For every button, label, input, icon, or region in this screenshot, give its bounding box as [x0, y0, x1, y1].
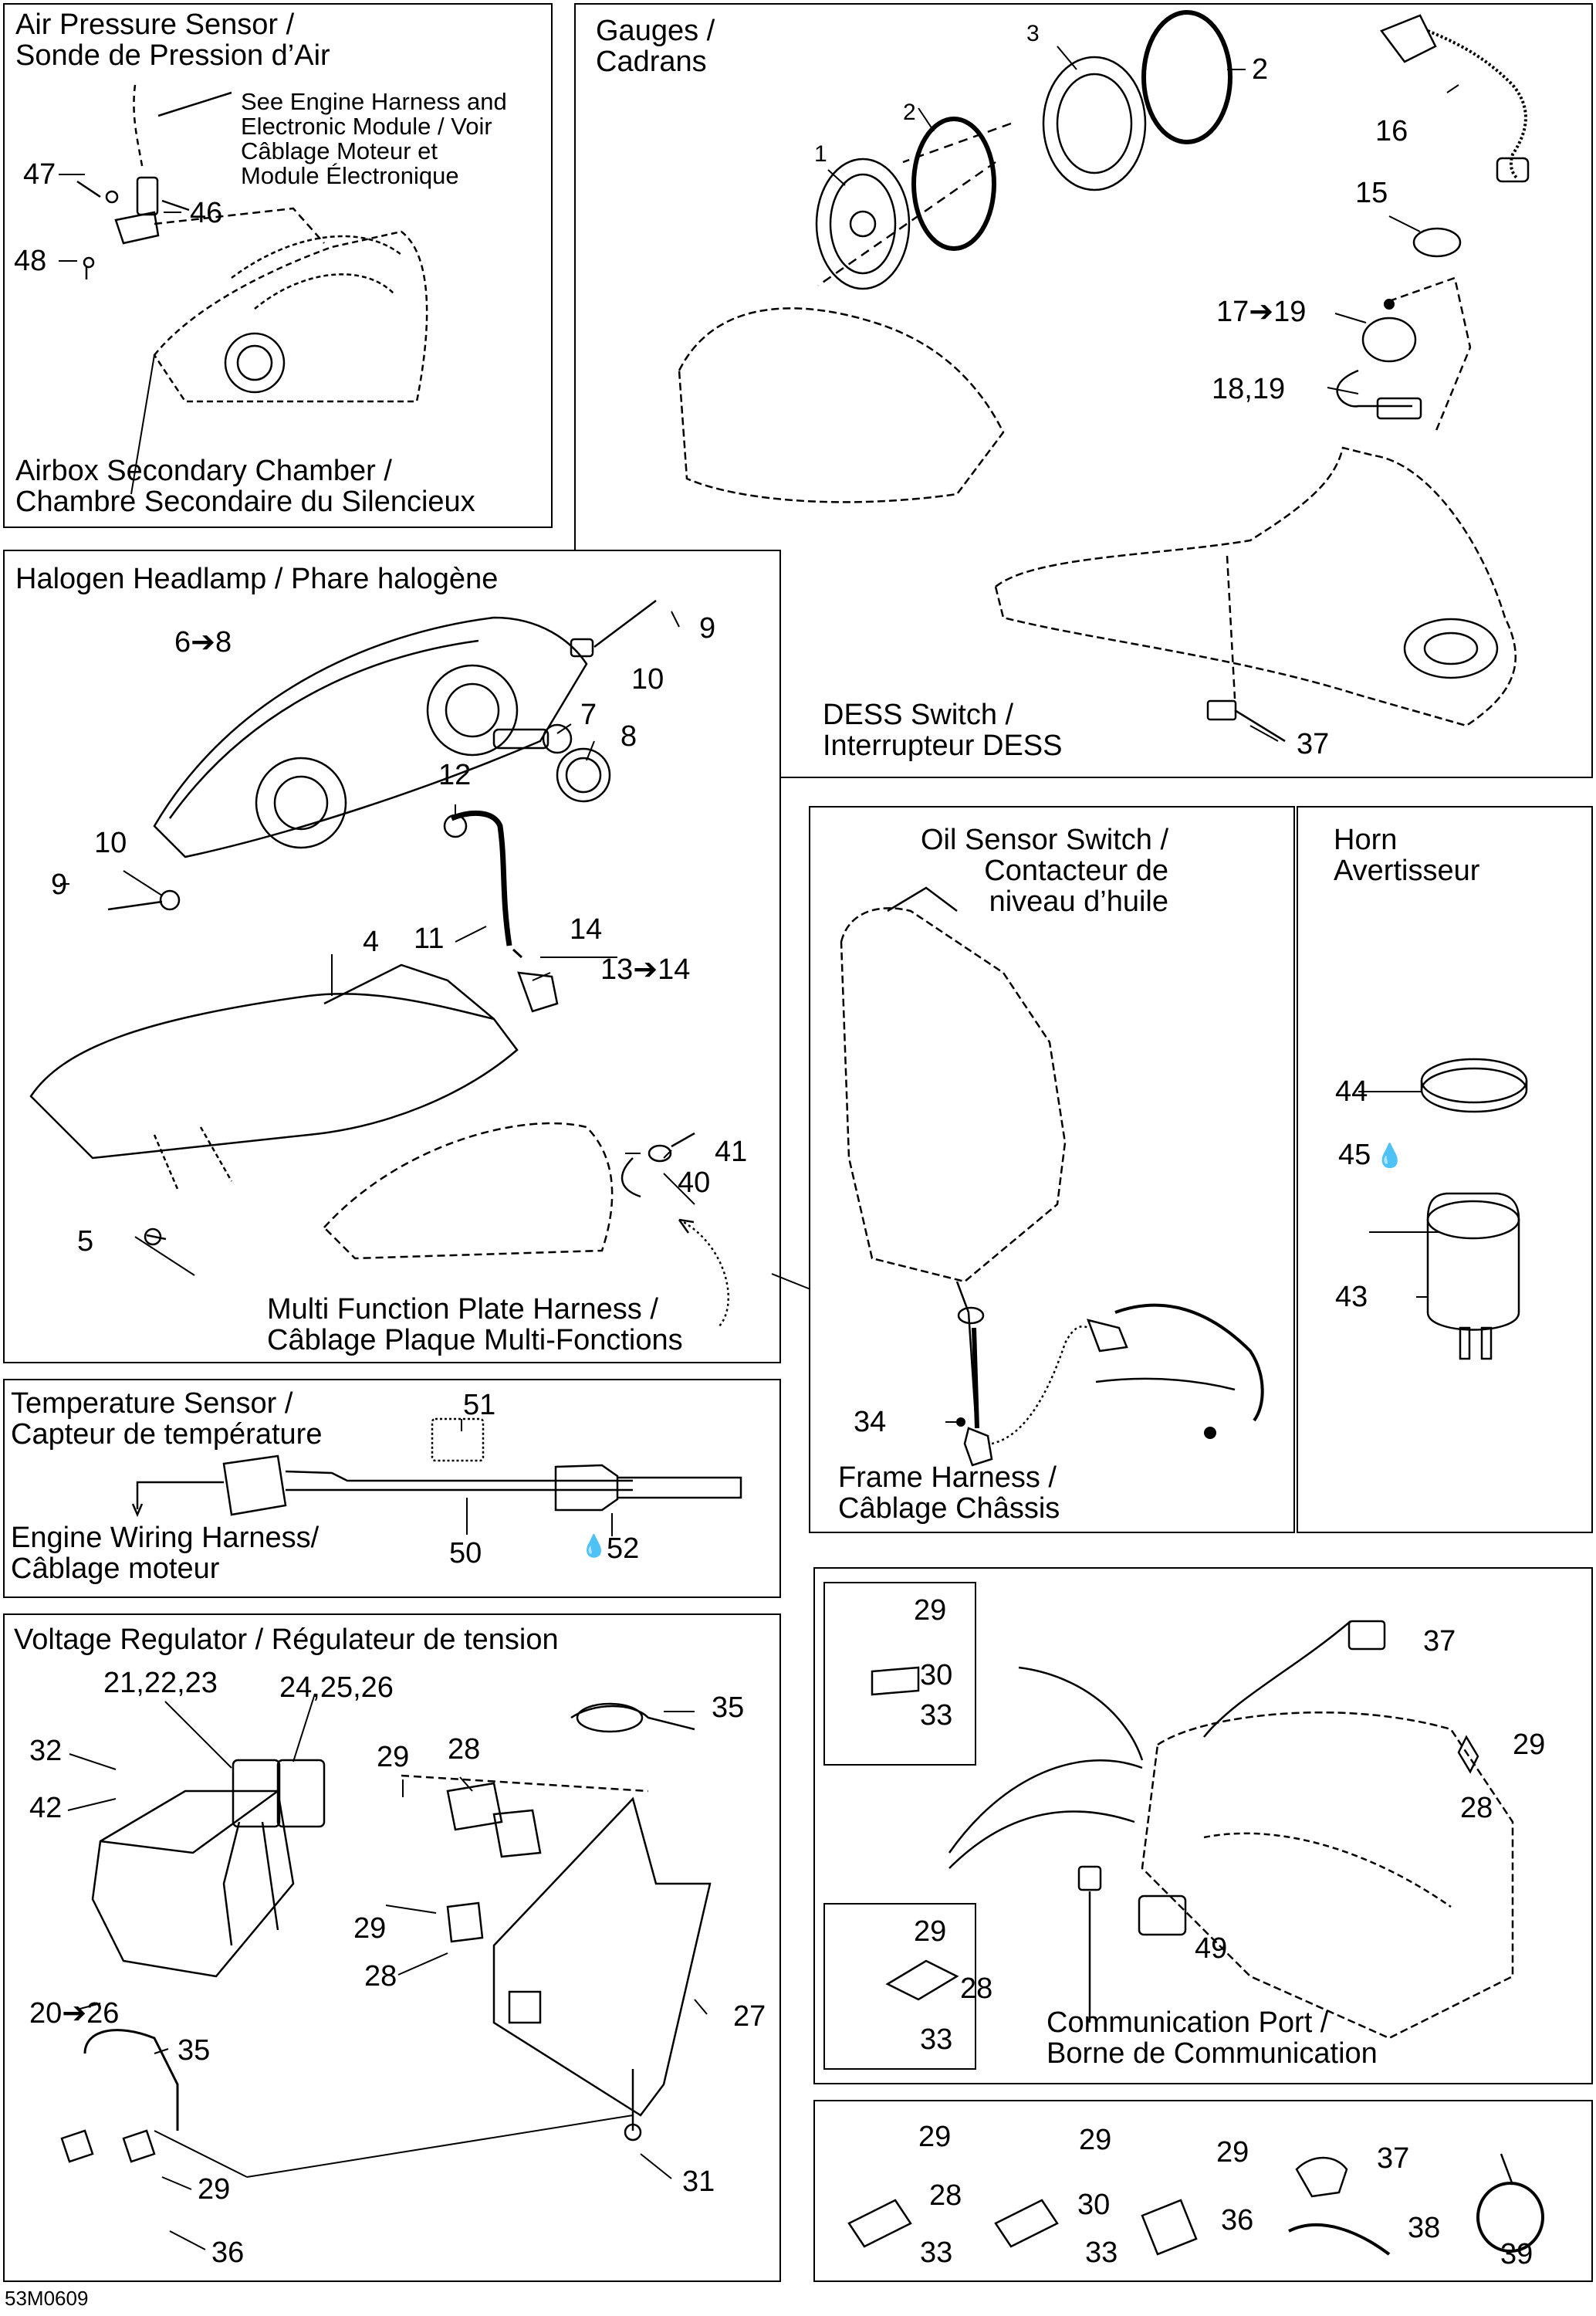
comm-callout-29-a: 29 [914, 1594, 947, 1627]
callout-17-19: 17➔19 [1216, 296, 1307, 328]
callout-40: 40 [678, 1166, 711, 1199]
frame-harness-label: Frame Harness / Câblage Châssis [838, 1461, 1060, 1525]
callout-37: 37 [1297, 728, 1330, 760]
oil-sensor-switch-title: Oil Sensor Switch / Contacteur de niveau… [921, 824, 1168, 918]
callout-47: 47 [23, 158, 56, 191]
callout-50: 50 [449, 1537, 482, 1569]
callout-29-bottom: 29 [198, 2173, 231, 2206]
fastener-callout-29-a: 29 [918, 2121, 952, 2153]
fastener-callout-29-c: 29 [1216, 2136, 1249, 2169]
callout-35-tie: 35 [712, 1691, 745, 1724]
callout-28-top: 28 [448, 1733, 481, 1766]
callout-34: 34 [854, 1406, 887, 1438]
callout-14: 14 [570, 913, 603, 946]
comm-callout-49: 49 [1195, 1932, 1228, 1965]
comm-callout-37: 37 [1423, 1625, 1456, 1657]
callout-2: 2 [903, 100, 916, 125]
panel-air-pressure-sensor [3, 3, 553, 528]
callout-43: 43 [1335, 1281, 1368, 1313]
callout-51: 51 [463, 1389, 496, 1421]
callout-8: 8 [620, 720, 637, 753]
callout-13-14: 13➔14 [600, 953, 691, 986]
comm-callout-29-c: 29 [914, 1915, 947, 1948]
callout-5: 5 [77, 1225, 94, 1258]
callout-48: 48 [14, 245, 47, 277]
fastener-callout-36: 36 [1221, 2204, 1254, 2236]
callout-9-bottom: 9 [51, 868, 68, 901]
callout-18-19: 18,19 [1212, 373, 1286, 405]
callout-46: 46 [190, 197, 223, 229]
callout-27: 27 [733, 2000, 766, 2033]
callout-11: 11 [414, 923, 445, 955]
comm-callout-28-b: 28 [960, 1972, 993, 2005]
voltage-regulator-title: Voltage Regulator / Régulateur de tensio… [14, 1624, 559, 1656]
callout-4: 4 [363, 926, 380, 958]
temperature-sensor-title: Temperature Sensor / Capteur de températ… [11, 1387, 323, 1451]
airbox-secondary-chamber-label: Airbox Secondary Chamber / Chambre Secon… [15, 455, 475, 518]
comm-callout-33-a: 33 [920, 1699, 953, 1732]
callout-32: 32 [29, 1735, 63, 1767]
fastener-callout-38: 38 [1408, 2212, 1441, 2244]
panel-voltage-regulator [3, 1613, 781, 2282]
communication-port-label: Communication Port / Borne de Communicat… [1047, 2006, 1378, 2070]
callout-44: 44 [1335, 1075, 1368, 1108]
drawing-code: 53M0609 [5, 2287, 89, 2310]
comm-callout-28-a: 28 [1460, 1792, 1493, 1824]
comm-callout-30: 30 [920, 1659, 953, 1691]
callout-1: 1 [814, 141, 827, 167]
fastener-callout-28: 28 [929, 2179, 962, 2212]
callout-52: 52 [607, 1532, 640, 1565]
engine-wiring-harness-label: Engine Wiring Harness/ Câblage moteur [11, 1522, 320, 1585]
comm-callout-29-b: 29 [1513, 1729, 1546, 1761]
callout-20-26: 20➔26 [29, 1997, 120, 2030]
dess-switch-label: DESS Switch / Interrupteur DESS [823, 699, 1063, 762]
callout-35-strap: 35 [178, 2034, 211, 2067]
callout-31: 31 [682, 2165, 715, 2198]
horn-title: Horn Avertisseur [1334, 824, 1480, 887]
callout-9-top: 9 [699, 612, 716, 645]
callout-12: 12 [438, 759, 472, 791]
callout-29-top: 29 [377, 1741, 410, 1773]
callout-42: 42 [29, 1792, 63, 1824]
oil-drop-icon: 💧 [580, 1534, 607, 1558]
callout-2-ring: 2 [1252, 53, 1269, 86]
callout-3: 3 [1026, 21, 1040, 46]
callout-10-bottom: 10 [94, 827, 127, 859]
callout-7: 7 [580, 699, 597, 731]
fastener-callout-39: 39 [1500, 2238, 1533, 2270]
callout-41: 41 [715, 1136, 748, 1168]
callout-29-mid: 29 [353, 1912, 387, 1945]
gauges-title: Gauges / Cadrans [596, 15, 715, 78]
oil-drop-icon: 💧 [1375, 1143, 1405, 1169]
fastener-callout-37: 37 [1377, 2142, 1410, 2175]
panel-fasteners [813, 2100, 1593, 2282]
multi-function-plate-harness-label: Multi Function Plate Harness / Câblage P… [267, 1293, 683, 1356]
callout-24-25-26: 24,25,26 [279, 1671, 394, 1704]
callout-16: 16 [1375, 115, 1408, 147]
callout-21-22-23: 21,22,23 [103, 1667, 218, 1699]
fastener-callout-29-b: 29 [1079, 2124, 1112, 2156]
fastener-callout-33-a: 33 [920, 2236, 953, 2269]
callout-6-8: 6➔8 [174, 626, 232, 659]
fastener-callout-33-b: 33 [1085, 2236, 1118, 2269]
callout-15: 15 [1355, 177, 1388, 209]
halogen-headlamp-title: Halogen Headlamp / Phare halogène [15, 563, 499, 595]
callout-10-top: 10 [631, 663, 664, 696]
comm-callout-33-b: 33 [920, 2023, 953, 2056]
air-pressure-sensor-title: Air Pressure Sensor / Sonde de Pression … [15, 8, 330, 72]
callout-28-mid: 28 [364, 1960, 397, 1993]
callout-36: 36 [211, 2236, 245, 2269]
callout-45: 45 [1338, 1139, 1371, 1171]
fastener-callout-30: 30 [1077, 2189, 1111, 2221]
engine-harness-note: See Engine Harness and Electronic Module… [241, 88, 507, 189]
